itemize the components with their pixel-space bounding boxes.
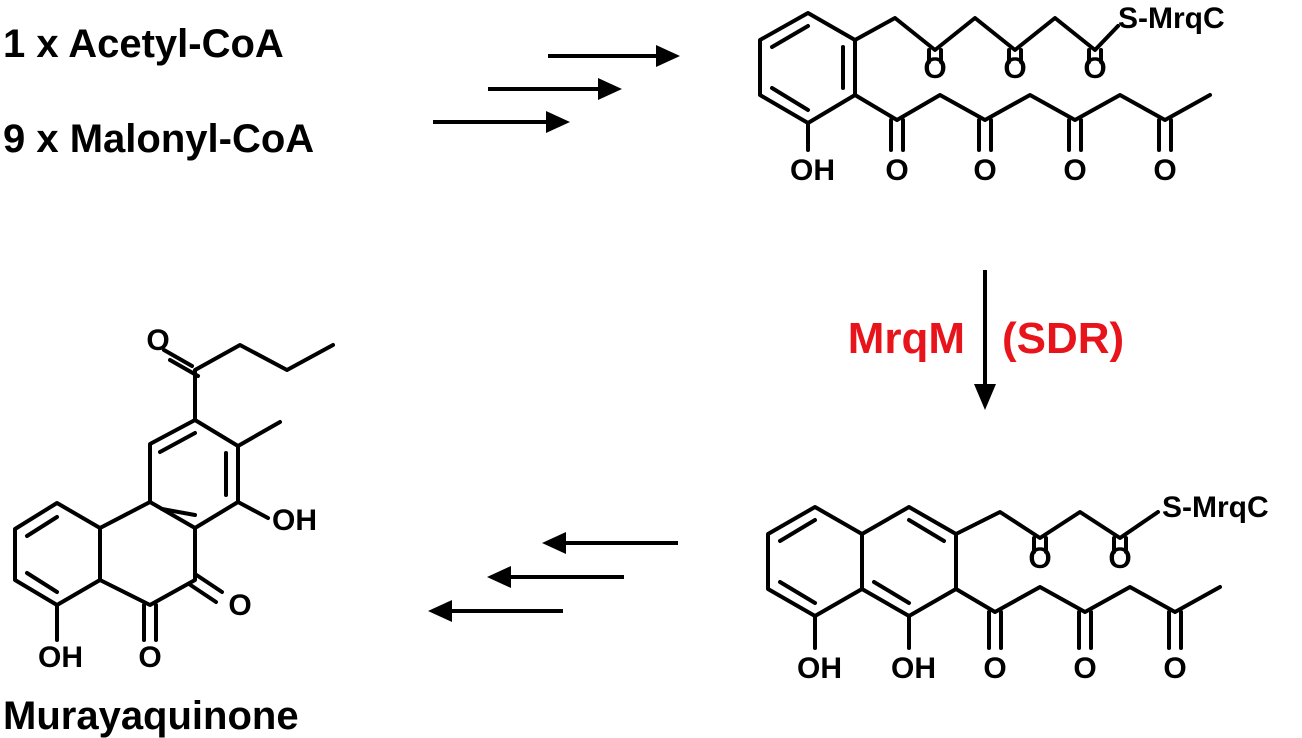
atom-o: O (923, 52, 946, 85)
atom-o: O (1073, 652, 1096, 685)
atom-o: O (1108, 542, 1131, 575)
enzyme-step: MrqM (SDR) (848, 270, 1124, 410)
enzyme-class-label: (SDR) (1002, 314, 1124, 363)
atom-o: O (1028, 542, 1051, 575)
backward-multistep-arrows (428, 532, 678, 622)
intermediate-polyketide-1: O O O S-MrqC OH O O O O (758, 2, 1225, 187)
thioester-s-mrqc-label: S-MrqC (1118, 2, 1225, 35)
atom-o: O (1083, 52, 1106, 85)
atom-o: O (983, 652, 1006, 685)
naphthalene-left-ring (766, 505, 864, 618)
reactant-acetyl-coa-label: 1 x Acetyl-CoA (3, 22, 284, 66)
atom-oh: OH (38, 641, 83, 674)
forward-arrow-1-head (656, 45, 680, 67)
atom-o: O (973, 154, 996, 187)
backward-arrow-3-head (428, 600, 452, 622)
forward-multistep-arrows (433, 45, 680, 133)
atom-o: O (1153, 154, 1176, 187)
enzyme-arrow-head (974, 384, 996, 410)
product-murayaquinone-structure: O OH O O OH (13, 324, 335, 674)
product-name-label: Murayaquinone (3, 694, 299, 738)
enzyme-name-label: MrqM (848, 314, 965, 363)
forward-arrow-2-head (598, 78, 622, 100)
backward-arrow-1-head (542, 532, 566, 554)
upper-chain (853, 16, 1120, 52)
atom-o: O (1163, 652, 1186, 685)
atom-oh: OH (797, 652, 842, 685)
backward-arrow-2-head (487, 566, 511, 588)
atom-oh: OH (272, 504, 317, 537)
atom-o: O (228, 589, 251, 622)
atom-o: O (1063, 154, 1086, 187)
atom-oh: OH (790, 154, 835, 187)
atom-o: O (1003, 52, 1026, 85)
reactant-malonyl-coa-label: 9 x Malonyl-CoA (3, 117, 314, 161)
thioester-s-mrqc-label: S-MrqC (1162, 491, 1269, 524)
intermediate-polyketide-2: O O S-MrqC OH OH O O O (766, 491, 1269, 685)
atom-o: O (885, 154, 908, 187)
atom-o: O (138, 641, 161, 674)
lower-chain (954, 585, 1222, 614)
atom-o: O (146, 324, 169, 357)
forward-arrow-3-head (546, 111, 570, 133)
benzene-ring (758, 11, 857, 125)
lower-chain (853, 93, 1212, 122)
naphthalene-right-ring (860, 505, 958, 618)
atom-oh: OH (891, 652, 936, 685)
upper-chain (954, 510, 1160, 540)
butanoyl-chain (193, 343, 335, 422)
